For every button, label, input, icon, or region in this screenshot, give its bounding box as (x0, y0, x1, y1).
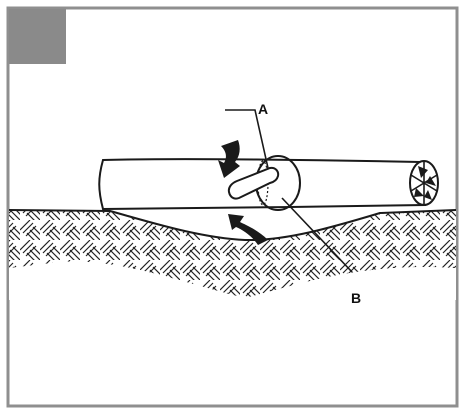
label-a: A (258, 101, 268, 117)
log-end-rings (409, 160, 439, 206)
corner-tab (9, 9, 66, 64)
label-b: B (351, 290, 361, 306)
leader-line-a (225, 109, 269, 169)
rotation-arrow-up (228, 214, 268, 245)
ground-fade (9, 261, 456, 300)
peavey-hook (227, 155, 301, 211)
leader-line-b (281, 197, 353, 273)
ground-surface (9, 209, 456, 242)
rotation-arrow-down (218, 140, 240, 178)
